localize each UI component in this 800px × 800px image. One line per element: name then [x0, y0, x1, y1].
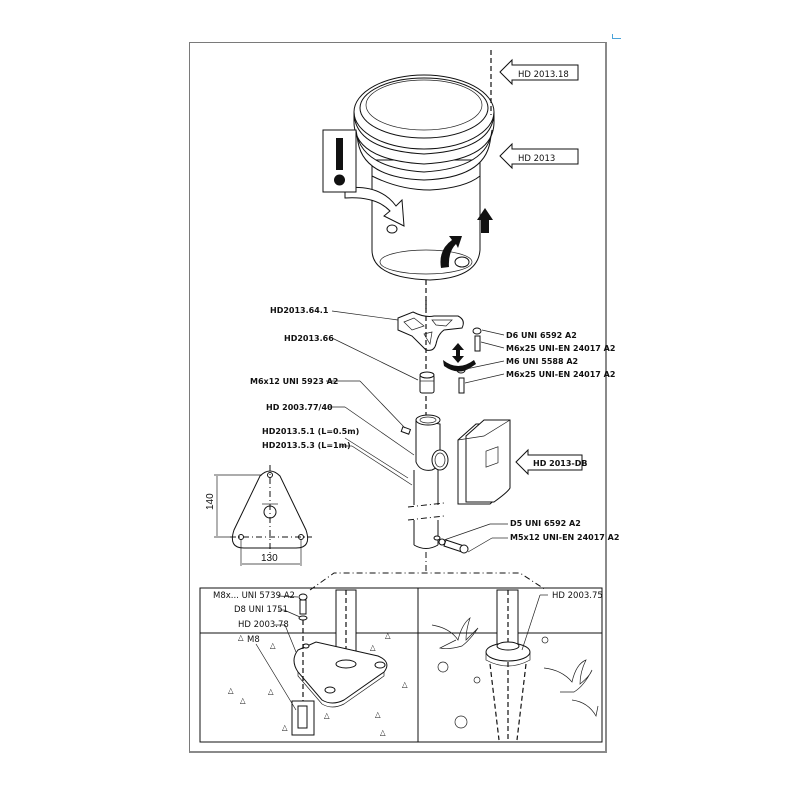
svg-text:△: △ [385, 631, 391, 640]
svg-text:△: △ [228, 686, 234, 695]
svg-text:△: △ [402, 680, 408, 689]
bracket-hd2013-64-1 [397, 311, 464, 351]
label-washer-d8: D8 UNI 1751 [234, 605, 288, 615]
svg-text:△: △ [270, 641, 276, 650]
svg-text:△: △ [238, 633, 244, 642]
dim-width: 130 [261, 553, 278, 564]
label-pole-short: HD2013.5.1 (L=0.5m) [262, 427, 359, 436]
label-bolt: M8x... UNI 5739 A2 [213, 591, 295, 601]
detail-panels [199, 587, 603, 743]
label-adapter: HD2013.66 [284, 334, 334, 343]
pole-hd2013-5 [407, 470, 469, 554]
label-screw-m5x12: M5x12 UNI-EN 24017 A2 [510, 533, 619, 542]
svg-text:△: △ [240, 696, 246, 705]
svg-text:△: △ [380, 728, 386, 737]
label-anchor-m8: M8 [247, 635, 260, 645]
svg-text:△: △ [375, 710, 381, 719]
label-pole-long: HD2013.5.3 (L=1m) [262, 441, 351, 450]
dim-height: 140 [205, 493, 216, 510]
fasteners-right [456, 327, 482, 394]
base-plate-drawing: 140 130 [205, 465, 312, 566]
label-spike: HD 2003.75 [552, 591, 603, 601]
label-bracket: HD2013.64.1 [270, 306, 329, 315]
label-washer-d6: D6 UNI 6592 A2 [506, 331, 577, 340]
label-screw-m6x25-b: M6x25 UNI-EN 24017 A2 [506, 370, 615, 379]
label-clamp: HD 2003.77/40 [266, 403, 333, 412]
label-screw-m6x12: M6x12 UNI 5923 A2 [250, 377, 338, 386]
exclamation-warning-icon [322, 129, 357, 193]
svg-text:△: △ [370, 643, 376, 652]
label-nut-m6: M6 UNI 5588 A2 [506, 357, 578, 366]
labels-right: D6 UNI 6592 A2 M6x25 UNI-EN 24017 A2 M6 … [443, 329, 619, 553]
callout-databox: HD 2013-DB [515, 448, 587, 476]
callout-cap: HD 2013.18 [499, 58, 579, 86]
adjust-arrow-icon [443, 343, 476, 372]
clamp-hd2003-77-40 [400, 414, 449, 471]
svg-text:△: △ [282, 723, 288, 732]
detail-connector [309, 572, 547, 591]
corner-mark [612, 34, 621, 39]
svg-text:△: △ [324, 711, 330, 720]
detail-ground-spike: HD 2003.75 [431, 589, 603, 741]
svg-text:△: △ [268, 687, 274, 696]
up-arrow-icon [477, 208, 493, 233]
label-screw-m6x25-a: M6x25 UNI-EN 24017 A2 [506, 344, 615, 353]
label-plate: HD 2003.78 [238, 620, 289, 630]
callout-gauge: HD 2013 [499, 142, 579, 170]
label-washer-d5: D5 UNI 6592 A2 [510, 519, 581, 528]
callout-gauge-label: HD 2013 [518, 154, 555, 164]
drawing-frame [189, 42, 607, 753]
direction-hollow-arrow [344, 186, 405, 227]
datalogger-box [457, 419, 511, 505]
callout-databox-label: HD 2013-DB [533, 459, 587, 468]
adapter-hd2013-66 [419, 371, 435, 394]
callout-cap-label: HD 2013.18 [518, 70, 569, 80]
labels-left: HD2013.64.1 HD2013.66 M6x12 UNI 5923 A2 … [250, 306, 419, 486]
rain-gauge-body [353, 50, 495, 310]
rotate-arrow-icon [440, 236, 462, 268]
detail-base-plate: △ △ △ △ △ △ △ △ △ △ △ △ M8x... UNI 5739 A2 D8 … [213, 589, 408, 737]
